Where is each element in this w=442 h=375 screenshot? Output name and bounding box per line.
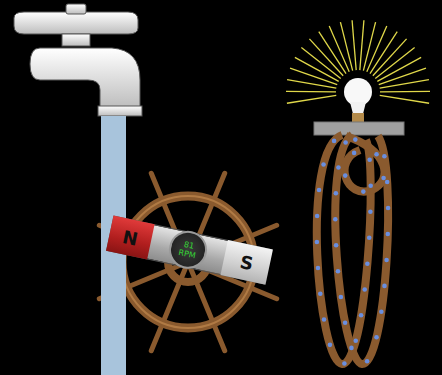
coil-dot [374, 335, 379, 340]
coil-dot [352, 151, 357, 156]
light-ray [363, 22, 375, 70]
coil-dot [381, 176, 386, 181]
light-ray [367, 26, 387, 72]
node-text: N [121, 226, 140, 250]
coil-dot [334, 243, 339, 248]
coil-dot [334, 191, 339, 196]
coil-dots [315, 137, 391, 366]
coil-dot [332, 139, 337, 144]
coil-dot [385, 180, 390, 185]
light-ray [380, 91, 430, 93]
light-ray [287, 80, 336, 89]
coil-dot [367, 158, 372, 163]
coil-dot [384, 258, 389, 263]
coil-dot [382, 284, 387, 289]
coil-dot [359, 313, 364, 318]
coil-dot [365, 261, 370, 266]
coil-dot [339, 295, 344, 300]
light-ray [295, 57, 339, 81]
light-ray [286, 91, 336, 93]
light-bulb [344, 78, 372, 122]
coil-dot [362, 287, 367, 292]
light-ray [329, 26, 349, 72]
coil-dot [367, 235, 372, 240]
coil-dot [316, 266, 321, 271]
light-ray [352, 20, 356, 70]
coil-dot [382, 154, 387, 159]
coil-dot [385, 232, 390, 237]
light-ray [380, 95, 429, 103]
coil-dot [336, 269, 341, 274]
light-ray [309, 39, 343, 76]
light-ray [319, 32, 346, 74]
coil-dot [353, 338, 358, 343]
coil-dot [336, 165, 341, 170]
bulb-platform [314, 122, 404, 135]
coil-dot [343, 173, 348, 178]
coil-dot [321, 162, 326, 167]
node-text: S [238, 251, 255, 274]
coil-dot [343, 320, 348, 325]
coil-dot [322, 317, 327, 322]
light-ray [379, 68, 426, 85]
wire-coil [317, 135, 388, 364]
coil-dot [379, 309, 384, 314]
faucet [14, 4, 142, 116]
coil-dot [374, 152, 379, 157]
coil-dot [318, 292, 323, 297]
light-ray [340, 22, 352, 70]
coil-dot [315, 214, 320, 219]
coil-dot [333, 217, 338, 222]
coil-dot [353, 137, 358, 142]
coil-dot [317, 188, 322, 193]
coil-dot [361, 189, 366, 194]
coil-dot [368, 183, 373, 188]
light-ray [287, 95, 336, 103]
coil-dot [343, 140, 348, 145]
coil-dot [328, 343, 333, 348]
light-ray [360, 20, 364, 70]
coil-dot [386, 206, 391, 211]
coil-dot [365, 359, 370, 364]
node-text: 81 RPM [175, 239, 200, 261]
coil-dot [315, 240, 320, 245]
light-ray [380, 80, 429, 89]
coil-dot [349, 346, 354, 351]
coil-dot [342, 361, 347, 366]
coil-dot [368, 209, 373, 214]
light-ray [370, 32, 397, 74]
